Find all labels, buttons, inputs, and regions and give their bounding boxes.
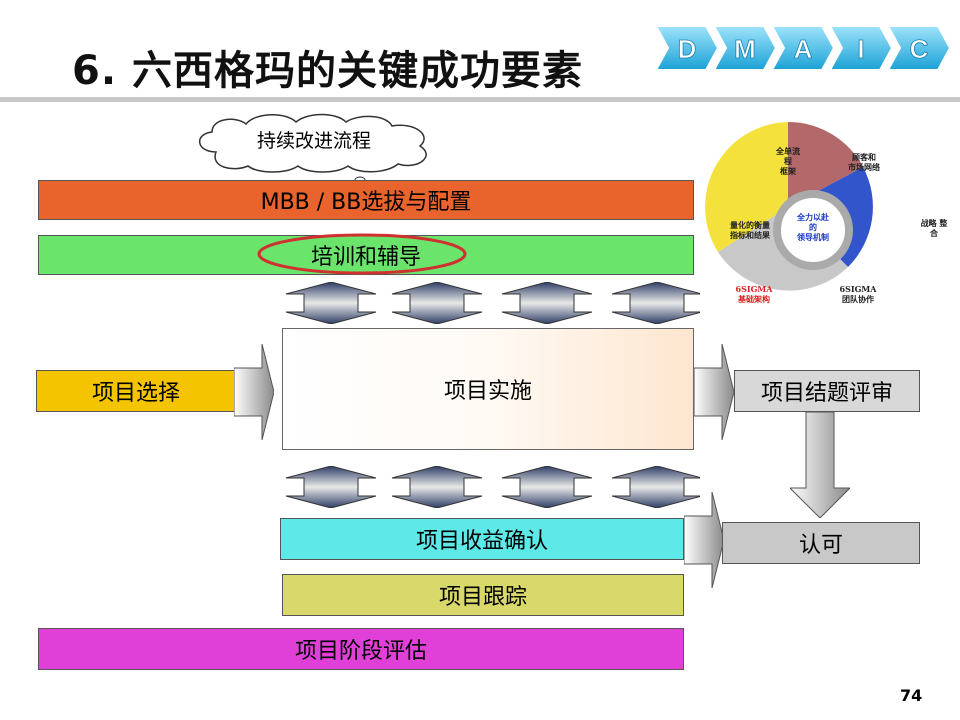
dmaic-chevron-i <box>828 25 894 71</box>
bottom-double-arrow-3 <box>501 466 593 508</box>
top-double-arrow-4 <box>611 282 700 324</box>
training-bar: 培训和辅导 <box>38 235 694 275</box>
wheel-label-left: 量化的衡量指标和结果 <box>730 220 770 240</box>
slide-title: 6. 六西格玛的关键成功要素 <box>72 48 583 94</box>
wheel-label-top: 全单流程框架 <box>775 146 800 176</box>
dmaic-letter-i: I <box>857 34 864 64</box>
bottom-double-arrows <box>285 466 700 508</box>
project-review-box: 项目结题评审 <box>734 370 920 412</box>
arrow-down-review <box>790 412 850 518</box>
cloud-shape <box>199 113 427 173</box>
title-divider <box>0 97 960 102</box>
dmaic-chevron-m <box>712 25 778 71</box>
page-number: 74 <box>900 686 923 705</box>
wheel-segment-yellow <box>705 122 788 252</box>
dmaic-chevron-c <box>886 25 952 71</box>
project-benefit-label: 项目收益确认 <box>415 529 548 554</box>
project-selection-label: 项目选择 <box>91 381 180 406</box>
dmaic-chevron-a <box>770 25 836 71</box>
project-selection-box: 项目选择 <box>36 370 236 412</box>
project-implementation-label: 项目实施 <box>443 379 532 404</box>
mbb-selection-bar: MBB / BB选拔与配置 <box>38 180 694 220</box>
approval-label: 认可 <box>798 533 843 558</box>
wheel-label-right-top: 顾客和市场网络 <box>848 152 880 172</box>
wheel-segment-dark-red <box>788 122 863 207</box>
approval-box: 认可 <box>722 522 920 564</box>
training-label: 培训和辅导 <box>310 245 421 270</box>
bottom-double-arrow-2 <box>391 466 483 508</box>
arrow-right-benefit <box>684 492 724 588</box>
top-double-arrow-3 <box>501 282 593 324</box>
dmaic-letter-m: M <box>734 34 756 64</box>
success-factors-wheel: 全单流程框架 顾客和市场网络 战略 整合 量化的衡量指标和结果 全力以赴的领导机… <box>705 122 948 304</box>
top-double-arrow-1 <box>285 282 377 324</box>
arrow-right-implementation <box>694 344 734 440</box>
dmaic-letter-d: D <box>678 34 697 64</box>
wheel-label-center: 全力以赴的领导机制 <box>796 212 830 242</box>
mbb-selection-label: MBB / BB选拔与配置 <box>260 190 472 215</box>
wheel-label-right: 战略 整合 <box>921 218 948 238</box>
dmaic-letter-a: A <box>794 34 813 64</box>
project-review-label: 项目结题评审 <box>760 381 893 406</box>
project-tracking-box: 项目跟踪 <box>282 574 684 616</box>
dmaic-letter-c: C <box>910 34 929 64</box>
highlight-oval <box>257 233 467 275</box>
top-double-arrows <box>285 282 700 324</box>
cloud-label: 持续改进流程 <box>256 130 371 152</box>
wheel-center-ring <box>773 190 853 270</box>
dmaic-chevron-d <box>656 25 720 71</box>
project-evaluation-label: 项目阶段评估 <box>294 639 427 664</box>
project-tracking-label: 项目跟踪 <box>438 585 527 610</box>
bottom-double-arrow-4 <box>611 466 700 508</box>
arrow-right-selection <box>234 344 274 440</box>
bottom-double-arrow-1 <box>285 466 377 508</box>
project-evaluation-bar: 项目阶段评估 <box>38 628 684 670</box>
project-implementation-box: 项目实施 <box>282 328 694 450</box>
project-benefit-box: 项目收益确认 <box>280 518 684 560</box>
top-double-arrow-2 <box>391 282 483 324</box>
